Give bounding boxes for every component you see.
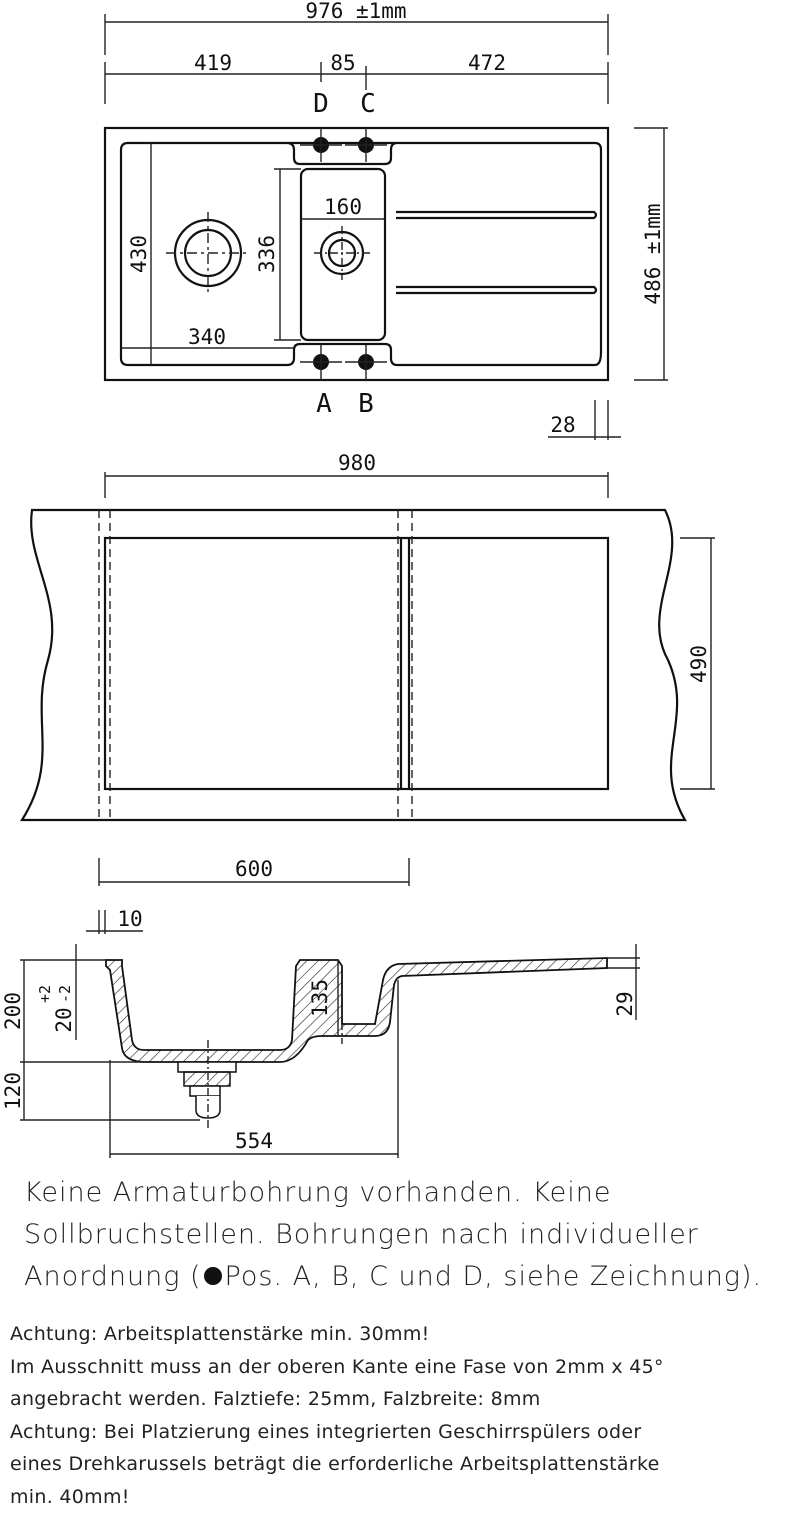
warning-line-6: min. 40mm! xyxy=(10,1481,798,1513)
main-note-line-3b: Pos. A, B, C und D, siehe Zeichnung). xyxy=(225,1261,763,1292)
dim-inner-width: 554 xyxy=(235,1129,273,1153)
dim-bowl-cutout: 600 xyxy=(235,857,273,881)
dim-tolerance-plus: +2 xyxy=(36,985,54,1003)
warning-notes: Achtung: Arbeitsplattenstärke min. 30mm!… xyxy=(10,1318,798,1513)
tap-hole-symbol-icon xyxy=(204,1267,222,1285)
technical-drawing: 976 ±1mm 419 85 472 D C xyxy=(0,0,800,1160)
dim-cutout-depth: 490 xyxy=(687,645,711,683)
warning-line-3: angebracht werden. Falztiefe: 25mm, Falz… xyxy=(10,1383,798,1416)
dim-segment-left: 419 xyxy=(194,51,232,75)
dim-small-bowl-height: 336 xyxy=(255,235,279,273)
main-note: Keine Armaturbohrung vorhanden. Keine So… xyxy=(24,1172,794,1298)
dim-small-depth: 135 xyxy=(308,979,332,1017)
main-note-line-1: Keine Armaturbohrung vorhanden. Keine xyxy=(24,1172,794,1214)
dim-overhang: 10 xyxy=(117,907,142,931)
label-position-b: B xyxy=(358,389,374,419)
dim-section-depth: 200 xyxy=(1,992,25,1030)
dim-bowl-height: 430 xyxy=(127,235,151,273)
dim-segment-mid: 85 xyxy=(330,51,355,75)
label-position-a: A xyxy=(316,389,332,419)
dim-overall-width: 976 ±1mm xyxy=(305,0,406,23)
tap-hole-b-icon xyxy=(345,345,387,380)
dim-overall-depth: 486 ±1mm xyxy=(641,203,665,304)
label-position-d: D xyxy=(313,89,329,119)
label-position-c: C xyxy=(360,89,376,119)
warning-line-5: eines Drehkarussels beträgt die erforder… xyxy=(10,1448,798,1481)
cutout-view: 980 490 600 xyxy=(22,451,715,886)
tap-hole-d-icon xyxy=(300,128,342,162)
tap-hole-a-icon xyxy=(300,345,342,380)
main-note-line-2: Sollbruchstellen. Bohrungen nach individ… xyxy=(24,1214,794,1256)
dim-tolerance-base: 20 xyxy=(52,1007,76,1032)
top-view: 976 ±1mm 419 85 472 D C xyxy=(105,0,668,440)
dim-drainer-height: 29 xyxy=(613,991,637,1016)
dim-small-bowl-width: 160 xyxy=(324,195,362,219)
warning-line-1: Achtung: Arbeitsplattenstärke min. 30mm! xyxy=(10,1318,798,1351)
warning-line-2: Im Ausschnitt muss an der oberen Kante e… xyxy=(10,1351,798,1384)
main-note-line-3: Anordnung ( Pos. A, B, C und D, siehe Zei… xyxy=(24,1256,794,1298)
dim-cutout-width: 980 xyxy=(338,451,376,475)
dim-tolerance-minus: -2 xyxy=(56,985,74,1003)
dim-segment-right: 472 xyxy=(468,51,506,75)
dim-bowl-width: 340 xyxy=(188,325,226,349)
dim-rim: 28 xyxy=(550,413,575,437)
dim-drain-height: 120 xyxy=(1,1072,25,1110)
warning-line-4: Achtung: Bei Platzierung eines integrier… xyxy=(10,1416,798,1449)
main-note-line-3a: Anordnung ( xyxy=(24,1261,202,1292)
tap-hole-c-icon xyxy=(345,128,387,162)
section-view: 10 200 20 +2 -2 135 29 120 xyxy=(1,907,640,1158)
